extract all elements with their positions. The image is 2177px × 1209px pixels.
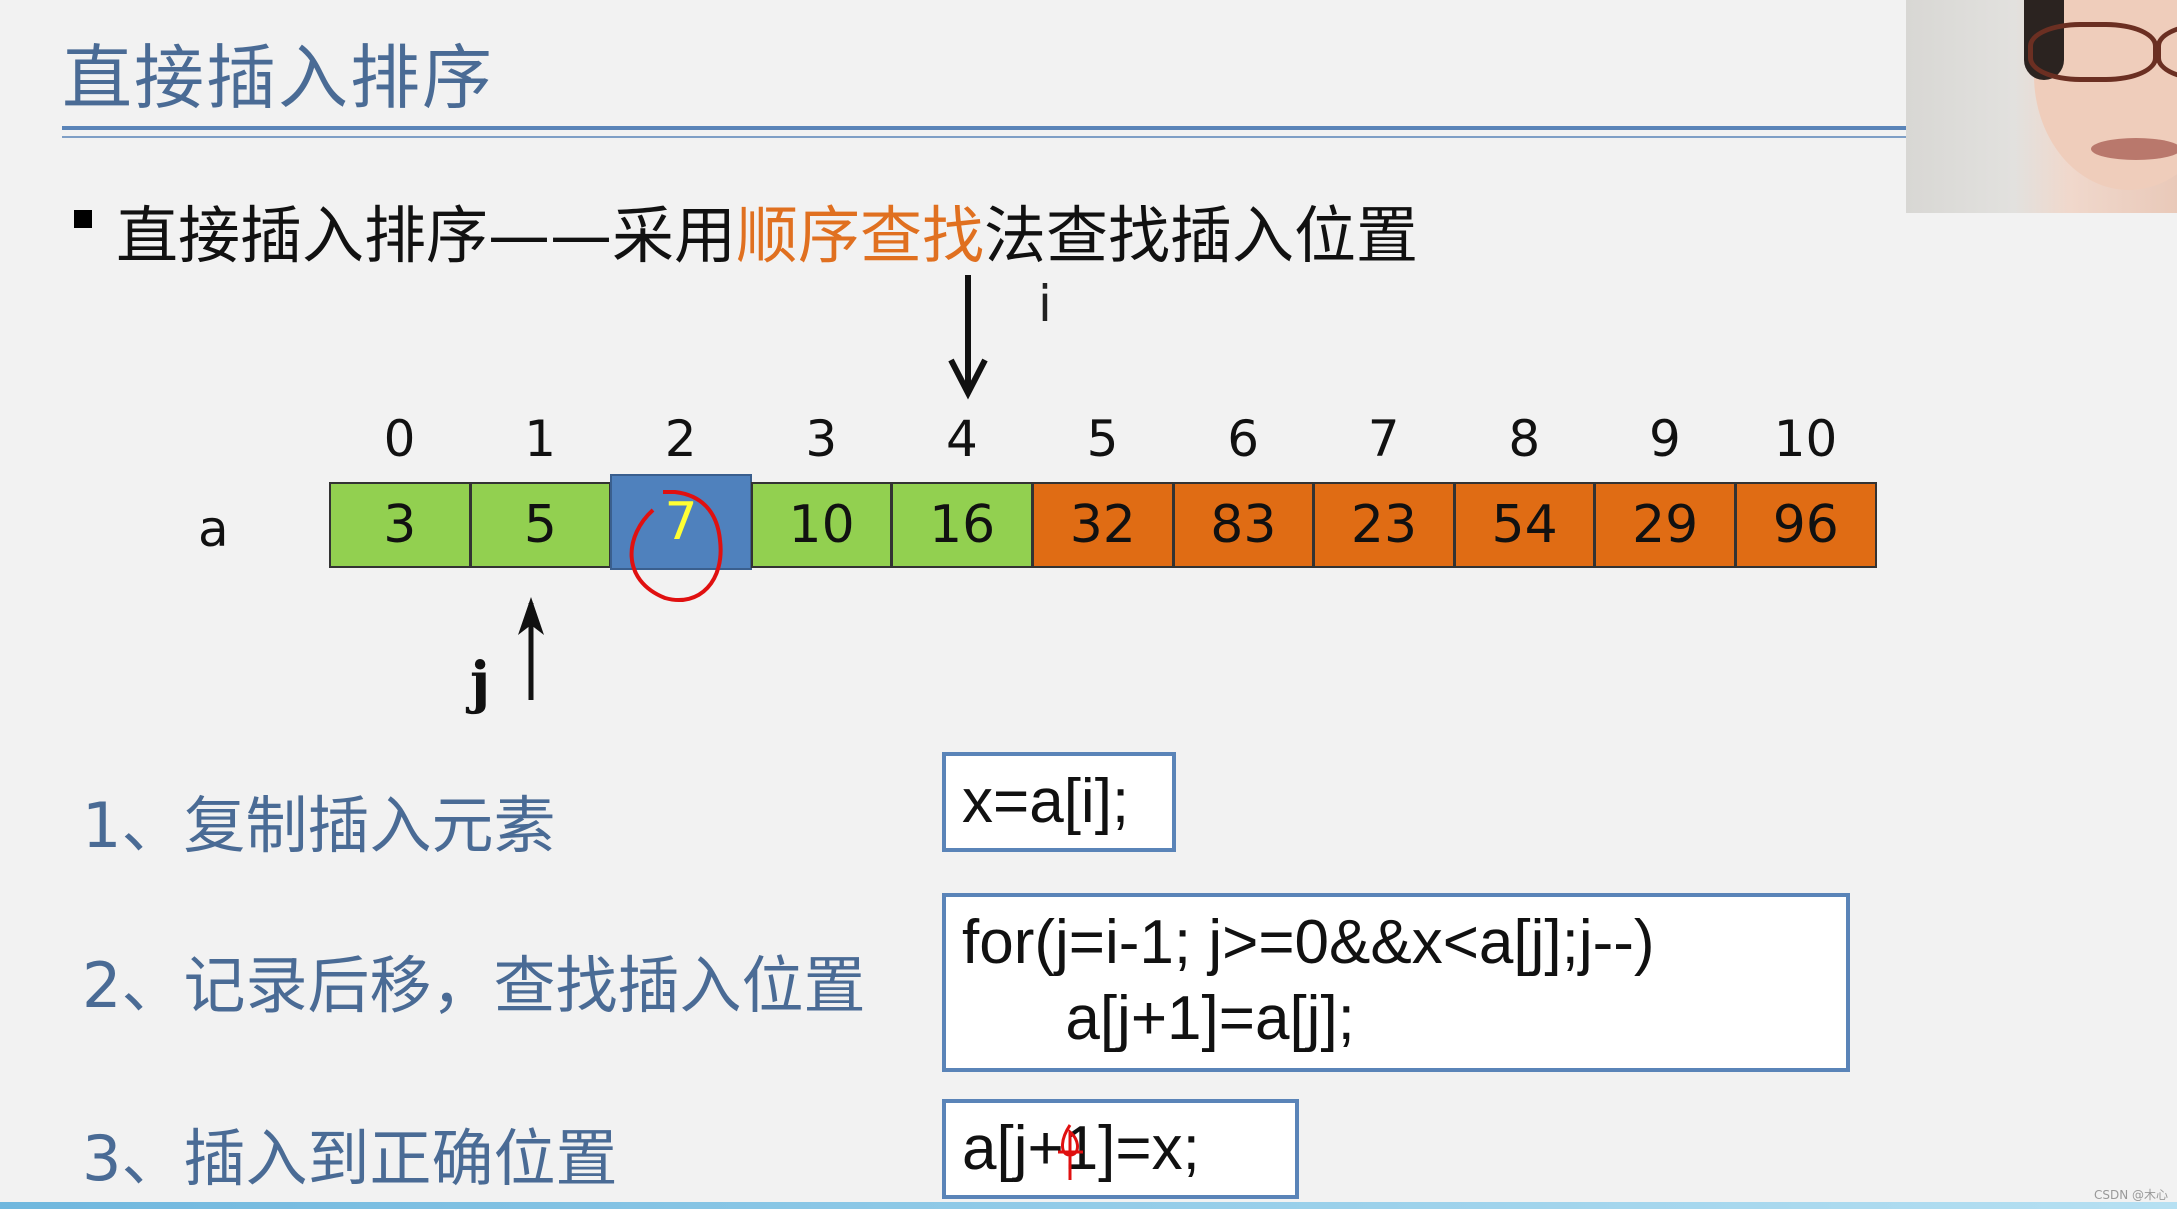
presenter-mouth [2091, 138, 2177, 160]
subtitle-highlight: 顺序查找 [736, 199, 985, 272]
presenter-webcam [1906, 0, 2177, 213]
cell-value: 29 [1632, 495, 1699, 555]
array-cell-sorted: 5 [469, 482, 612, 568]
array-cell-sorted: 16 [891, 482, 1033, 568]
array-cell-unsorted: 32 [1032, 482, 1174, 568]
code-box-3: a[j+1]=x; [942, 1099, 1299, 1199]
array-label: a [198, 500, 229, 558]
step-2-label: 2、记录后移，查找插入位置 [82, 949, 866, 1022]
bullet-icon [74, 210, 92, 228]
subtitle: 直接插入排序——采用顺序查找法查找插入位置 [116, 185, 1418, 275]
pointer-i-label: i [1038, 275, 1052, 333]
bottom-bar [0, 1202, 2177, 1209]
array-index: 2 [664, 410, 697, 468]
array-cell-sorted: 10 [750, 482, 893, 568]
slide-title: 直接插入排序 [62, 37, 494, 119]
array-index: 8 [1508, 410, 1541, 468]
array-index: 7 [1367, 410, 1400, 468]
cell-value: 7 [664, 492, 698, 552]
subtitle-prefix: 直接插入排序——采用 [116, 199, 737, 272]
array-cell-sorted: 3 [329, 482, 471, 568]
subtitle-suffix: 法查找插入位置 [984, 199, 1419, 272]
array-cell-unsorted: 83 [1172, 482, 1315, 568]
cell-value: 3 [383, 495, 417, 555]
array-index: 9 [1648, 410, 1681, 468]
cell-value: 32 [1069, 495, 1136, 555]
step-3-label: 3、插入到正确位置 [82, 1122, 618, 1195]
array-cell-current: 7 [610, 474, 752, 570]
title-divider [62, 126, 1906, 130]
watermark: CSDN @木心 [2094, 1188, 2169, 1202]
array-index: 0 [383, 410, 416, 468]
array-cell-unsorted: 29 [1594, 482, 1736, 568]
step-1-label: 1、复制插入元素 [82, 789, 556, 862]
title-divider-thin [62, 136, 1906, 138]
cell-value: 83 [1210, 495, 1277, 555]
array-cell-unsorted: 23 [1313, 482, 1455, 568]
array-index: 5 [1086, 410, 1119, 468]
glasses-icon [2028, 22, 2158, 82]
array-index: 10 [1773, 410, 1838, 468]
cell-value: 16 [929, 495, 996, 555]
cell-value: 96 [1772, 495, 1839, 555]
array-index: 4 [945, 410, 978, 468]
annotation-circle [629, 490, 723, 602]
cell-value: 5 [523, 495, 557, 555]
array-cell-unsorted: 54 [1453, 482, 1596, 568]
array-index: 1 [524, 410, 556, 468]
arrow-up-icon [518, 597, 544, 700]
array-cell-unsorted: 96 [1735, 482, 1877, 568]
annotation-scribble [1058, 1124, 1083, 1180]
code-box-2: for(j=i-1; j>=0&&x<a[j];j--) a[j+1]=a[j]… [942, 893, 1850, 1072]
array-index: 3 [805, 410, 838, 468]
pointer-j-label: j [470, 650, 491, 716]
code-box-1: x=a[i]; [942, 752, 1176, 852]
cell-value: 10 [788, 495, 855, 555]
arrow-down-icon [948, 275, 988, 400]
cell-value: 23 [1350, 495, 1418, 555]
array-index: 6 [1227, 410, 1259, 468]
cell-value: 54 [1491, 495, 1558, 555]
